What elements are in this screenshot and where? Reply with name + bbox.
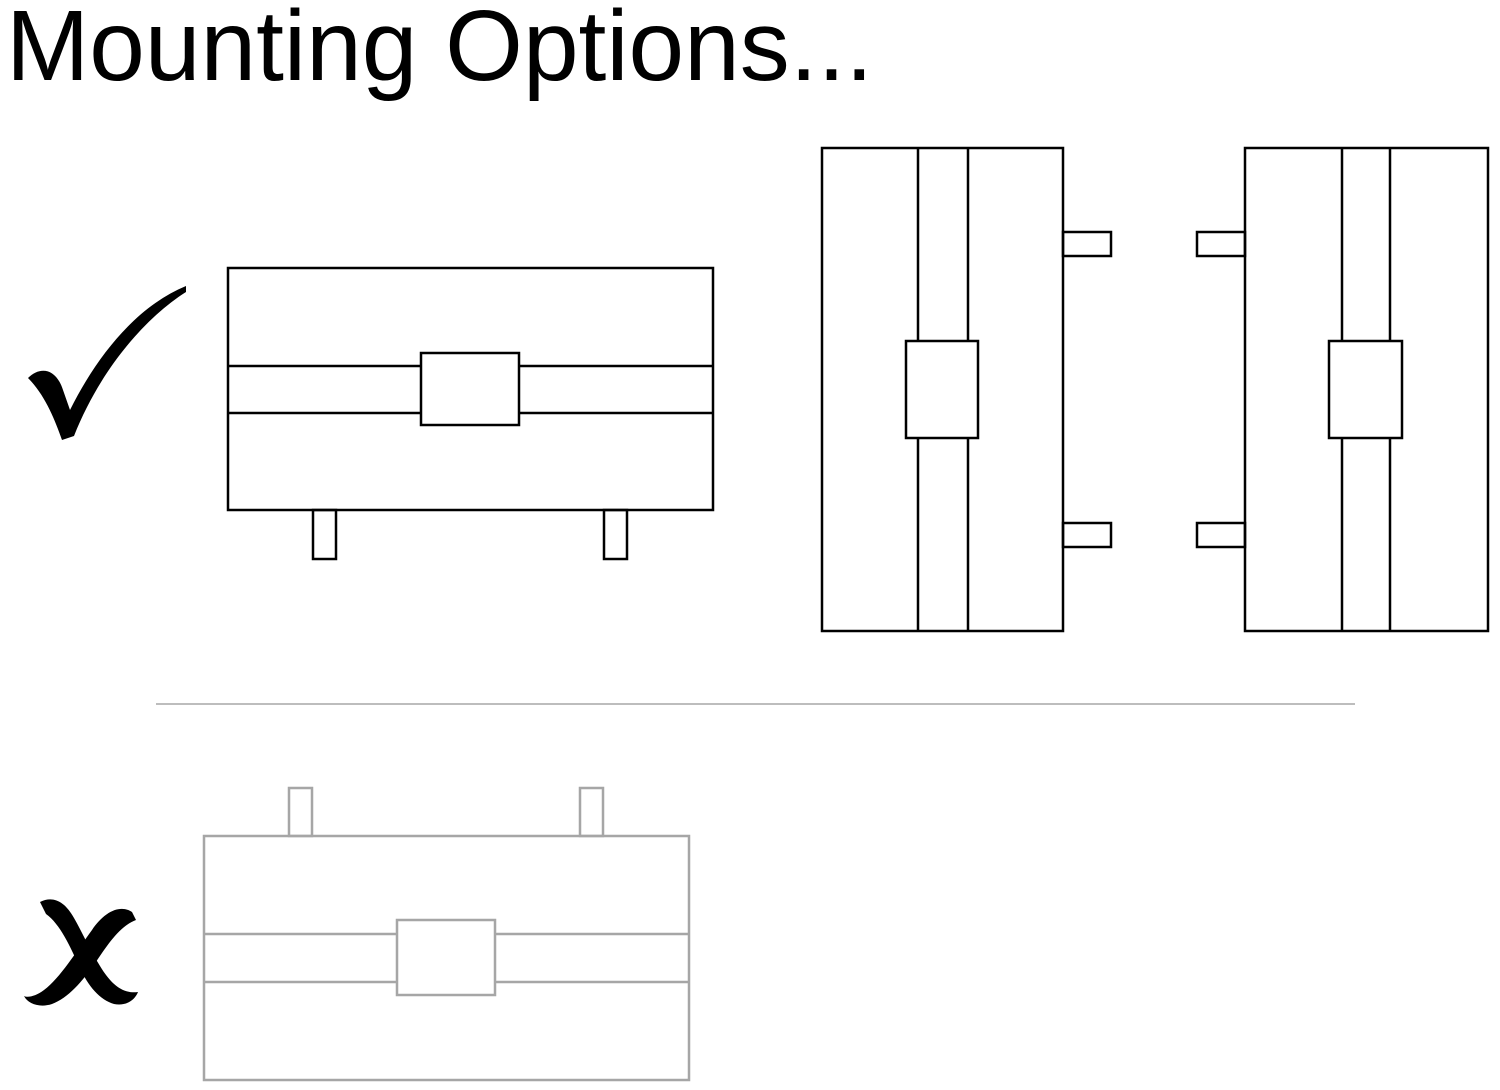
mount-foot-right: [602, 508, 629, 561]
center-block: [395, 918, 497, 997]
check-mark-icon: [28, 286, 186, 440]
page-title: Mounting Options...: [6, 0, 874, 102]
correct-horizontal-mount: [226, 266, 715, 561]
mount-foot-top: [1195, 230, 1247, 258]
mount-foot-right: [578, 786, 605, 838]
center-block: [904, 339, 980, 440]
mount-foot-bottom: [1061, 521, 1113, 549]
panel-body: [202, 834, 691, 1082]
panel-body: [1243, 146, 1490, 633]
panel-body: [820, 146, 1065, 633]
correct-vertical-mount-right: [820, 146, 1113, 633]
mount-foot-left: [311, 508, 338, 561]
mount-foot-bottom: [1195, 521, 1247, 549]
correct-vertical-mount-left: [1195, 146, 1490, 633]
incorrect-horizontal-mount: [202, 786, 691, 1082]
mount-foot-left: [287, 786, 314, 838]
mount-foot-top: [1061, 230, 1113, 258]
panel-body: [226, 266, 715, 512]
center-block: [419, 351, 521, 427]
center-block: [1327, 339, 1404, 440]
x-mark-icon: [24, 899, 138, 1006]
